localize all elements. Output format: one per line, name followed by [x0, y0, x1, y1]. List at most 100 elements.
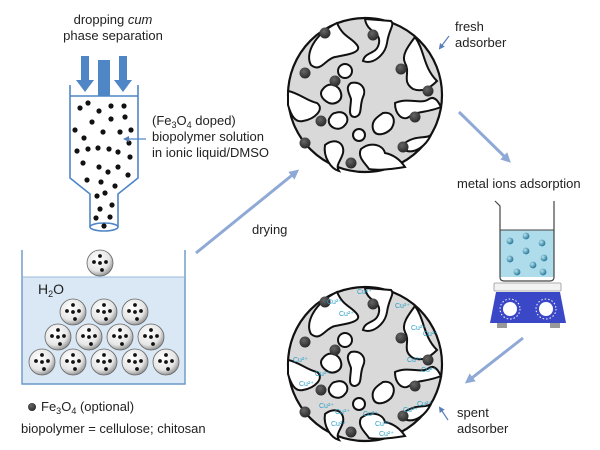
bead-particle [102, 303, 106, 307]
bead-particle [149, 328, 153, 332]
metal-ions [506, 232, 548, 276]
cu-ion-label: Cu²⁺ [375, 421, 390, 428]
bead-particle [149, 335, 153, 339]
fresh-pointer [438, 35, 450, 50]
bead-particle [87, 328, 91, 332]
sub-3: 3 [171, 120, 177, 130]
bead-particle [50, 334, 54, 338]
drying-arrow [195, 169, 300, 255]
cu-ion-label: Cu²⁺ [319, 403, 334, 410]
bead [90, 348, 118, 376]
cu-ion-label: Cu²⁺ [403, 407, 418, 414]
bead-particle [118, 335, 122, 339]
water-sub: 2 [48, 289, 54, 299]
stirrer-setup [490, 200, 566, 328]
bead-stack [28, 298, 180, 376]
bead-particle [112, 334, 116, 338]
fresh-adsorber [286, 16, 444, 174]
bead-particle [71, 310, 75, 314]
bead-particle [56, 335, 60, 339]
bead-particle [127, 359, 131, 363]
bead-particle [124, 334, 128, 338]
cu-ion-label: Cu²⁺ [331, 421, 346, 428]
bead-particle [58, 342, 62, 346]
bead [106, 323, 134, 351]
legend-fe3o4: Fe3O4 (optional) [41, 399, 135, 416]
bead [44, 323, 72, 351]
bead-particle [102, 310, 106, 314]
legend-o: O [61, 399, 72, 414]
bead [90, 298, 118, 326]
bead-particle [81, 334, 85, 338]
legend-biopolymer: biopolymer = cellulose; chitosan [21, 421, 206, 436]
bead-particle [164, 360, 168, 364]
bead-particle [108, 359, 112, 363]
bead-particle [40, 360, 44, 364]
bead-particle [139, 359, 143, 363]
bead-particle [170, 359, 174, 363]
bead [137, 323, 165, 351]
bead-particle [65, 359, 69, 363]
solution-fe: (Fe [152, 113, 172, 128]
bead-particle [133, 353, 137, 357]
cu-ion-label: Cu²⁺ [293, 357, 308, 364]
cu-ion-label: Cu²⁺ [363, 411, 378, 418]
bead-particle [65, 309, 69, 313]
water-label: H2O [38, 281, 64, 299]
hotplate-knob-left [499, 298, 521, 320]
adsorption-arrow [457, 110, 511, 163]
bead-particle [104, 317, 108, 321]
bead [75, 323, 103, 351]
bead-particle [102, 360, 106, 364]
bead-particle [143, 334, 147, 338]
bead-particle [42, 367, 46, 371]
bead-particle [96, 309, 100, 313]
bead-particle [77, 359, 81, 363]
sub-4: 4 [186, 120, 192, 130]
bead-particle [127, 309, 131, 313]
bead-particle [34, 359, 38, 363]
cu-ion-labels: Cu²⁺Cu²⁺Cu²⁺Cu²⁺Cu²⁺Cu²⁺Cu²⁺Cu²⁺Cu²⁺Cu²⁺… [293, 289, 438, 438]
bead-particle [133, 360, 137, 364]
cu-ion-label: Cu²⁺ [379, 431, 394, 438]
legend-optional: (optional) [76, 399, 135, 414]
bead-particle [89, 342, 93, 346]
fresh-adsorber-text: adsorber [455, 35, 507, 50]
bead-particle [120, 342, 124, 346]
bead-particle [133, 310, 137, 314]
drying-label: drying [252, 222, 288, 237]
bead-particle [155, 334, 159, 338]
spent-adsorber: Cu²⁺Cu²⁺Cu²⁺Cu²⁺Cu²⁺Cu²⁺Cu²⁺Cu²⁺Cu²⁺Cu²⁺… [286, 285, 444, 443]
funnel [69, 85, 146, 232]
solution-label: (Fe3O4 doped) biopolymer solution in ion… [152, 113, 269, 161]
bead-particle [135, 367, 139, 371]
bead [59, 298, 87, 326]
bead-particle [87, 335, 91, 339]
spent-arrow [464, 336, 524, 384]
bead [121, 298, 149, 326]
legend-sub4: 4 [71, 406, 77, 416]
falling-bead [86, 249, 114, 277]
bead-particle [166, 367, 170, 371]
funnel-particles [72, 100, 134, 229]
bead-particle [135, 317, 139, 321]
bead-particle [158, 359, 162, 363]
cum-text: cum [127, 12, 153, 27]
bead-particle [151, 342, 155, 346]
bead [28, 348, 56, 376]
dropping-arrows [76, 56, 132, 96]
spent-text: spent [457, 405, 489, 420]
hotplate-knob-right [535, 298, 557, 320]
cu-ion-label: Cu²⁺ [357, 289, 372, 296]
bead-particle [77, 309, 81, 313]
legend-fe: Fe [41, 399, 57, 414]
bead-particle [164, 353, 168, 357]
cu-ion-label: Cu²⁺ [423, 331, 438, 338]
ionic-liquid-text: in ionic liquid/DMSO [152, 145, 270, 160]
bead [121, 348, 149, 376]
cu-ion-label: Cu²⁺ [411, 325, 426, 332]
beaker [494, 200, 555, 282]
cu-ion-label: Cu²⁺ [417, 401, 432, 408]
solution-o: O [176, 113, 187, 128]
bead-particle [118, 328, 122, 332]
